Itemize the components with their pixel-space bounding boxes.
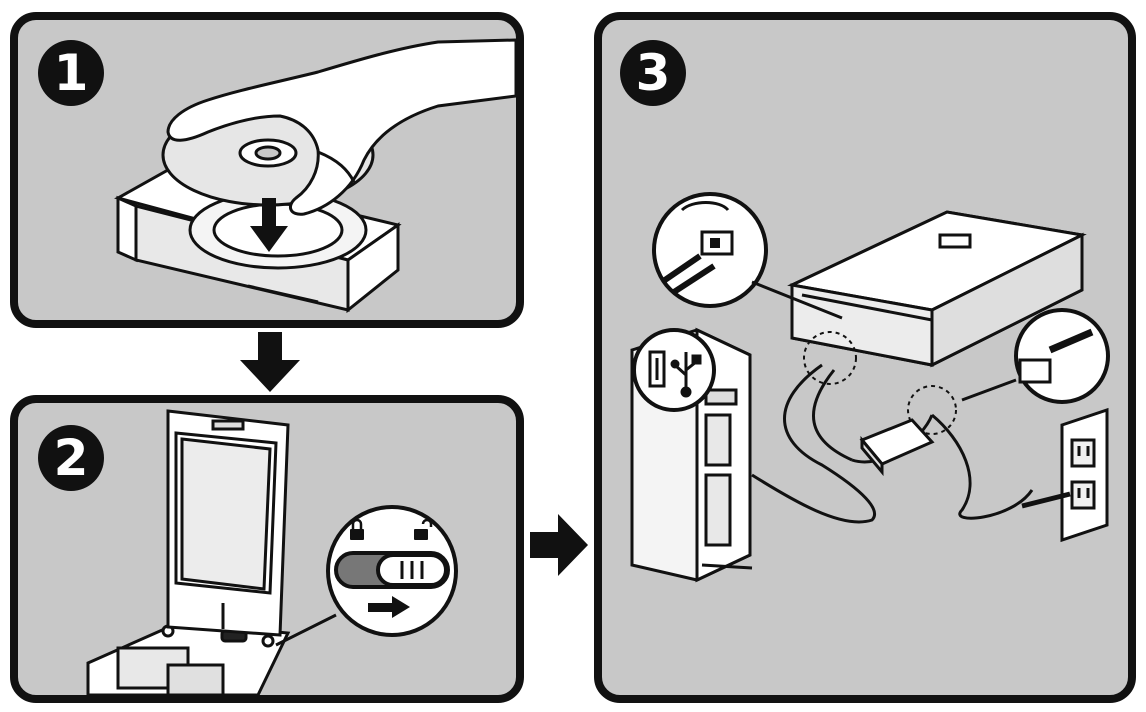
lock-slider <box>334 551 450 589</box>
hand-icon <box>166 38 516 216</box>
cd-insert-illustration <box>114 38 516 314</box>
lock-icon <box>350 518 364 540</box>
cable-connection-illustration <box>630 192 1110 583</box>
flatbed-scanner <box>787 210 1087 368</box>
step-3-panel: 3 <box>594 12 1136 703</box>
power-adapter <box>859 418 935 477</box>
step-3-badge: 3 <box>620 40 686 106</box>
scanner-base <box>86 621 291 695</box>
step-1-badge: 1 <box>38 40 104 106</box>
usb-icon <box>648 350 702 398</box>
power-plug-callout <box>961 308 1110 404</box>
power-outlet-icon <box>1021 407 1109 543</box>
step-1-panel: 1 <box>10 12 524 328</box>
usb-cable <box>751 363 876 524</box>
lock-switch-callout <box>326 505 458 637</box>
insert-arrow-icon <box>250 198 288 252</box>
scanner-port-callout <box>652 192 843 320</box>
scanner-lid <box>166 409 290 637</box>
usb-port-callout <box>632 328 716 412</box>
slide-arrow-icon <box>368 596 410 618</box>
unlock-icon <box>414 518 433 540</box>
arrow-right-icon <box>530 514 588 576</box>
step-2-badge: 2 <box>38 425 104 491</box>
scanner-unlock-illustration <box>86 409 458 695</box>
step-2-panel: 2 <box>10 395 524 703</box>
arrow-down-icon <box>240 332 300 392</box>
